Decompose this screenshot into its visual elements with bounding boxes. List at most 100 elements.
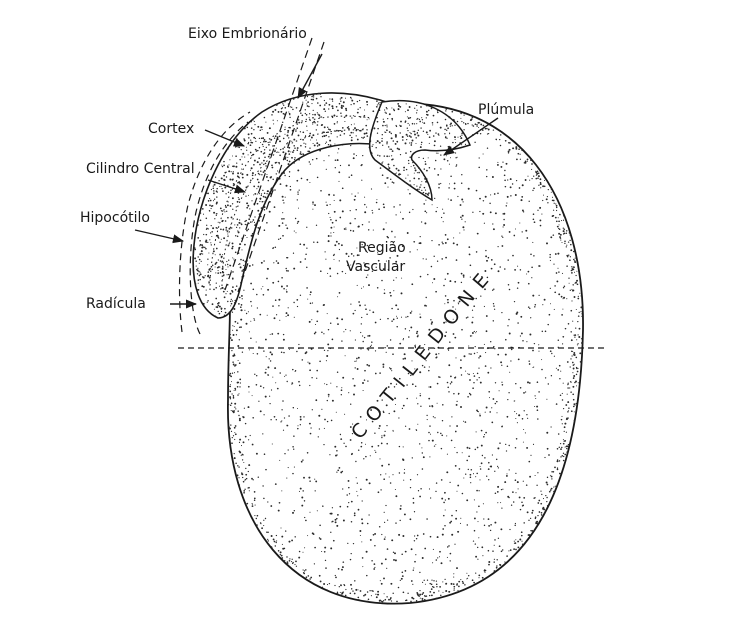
stipple-dot xyxy=(260,261,263,264)
stipple-dot xyxy=(361,557,364,559)
stipple-dot xyxy=(340,594,342,596)
stipple-dot xyxy=(383,511,385,513)
stipple-dot xyxy=(468,373,470,376)
stipple-dot xyxy=(504,179,506,182)
stipple-dot xyxy=(284,375,286,377)
stipple-dot xyxy=(470,482,472,484)
stipple-dot xyxy=(245,322,248,325)
stipple-dot xyxy=(442,221,444,223)
stipple-dot xyxy=(482,503,484,505)
stipple-dot xyxy=(490,367,492,369)
stipple-dot xyxy=(212,227,215,230)
stipple-dot xyxy=(450,520,453,523)
stipple-dot xyxy=(403,468,406,470)
stipple-dot xyxy=(214,263,217,265)
stipple-dot xyxy=(329,98,331,100)
stipple-dot xyxy=(442,591,444,593)
stipple-dot xyxy=(202,213,205,215)
stipple-dot xyxy=(409,192,411,195)
stipple-dot xyxy=(327,235,330,237)
stipple-dot xyxy=(283,287,285,290)
stipple-dot xyxy=(365,308,367,311)
stipple-dot xyxy=(445,135,447,137)
stipple-dot xyxy=(393,290,395,292)
stipple-dot xyxy=(529,475,532,478)
stipple-dot xyxy=(544,377,547,379)
stipple-dot xyxy=(518,148,520,150)
stipple-dot xyxy=(313,120,316,123)
stipple-dot xyxy=(325,360,327,362)
stipple-dot xyxy=(265,165,267,167)
stipple-dot xyxy=(236,218,239,220)
stipple-dot xyxy=(564,242,566,245)
stipple-dot xyxy=(553,490,555,493)
stipple-dot xyxy=(560,456,562,458)
stipple-dot xyxy=(270,535,273,537)
stipple-dot xyxy=(416,172,418,174)
stipple-dot xyxy=(462,582,465,585)
stipple-dot xyxy=(562,459,565,462)
stipple-dot xyxy=(324,104,326,106)
stipple-dot xyxy=(452,141,454,144)
stipple-dot xyxy=(253,491,256,493)
stipple-dot xyxy=(508,332,511,335)
arrow-cortex xyxy=(204,129,246,147)
stipple-dot xyxy=(232,361,234,363)
stipple-dot xyxy=(392,429,394,431)
stipple-dot xyxy=(475,189,478,192)
stipple-dot xyxy=(531,277,533,279)
stipple-dot xyxy=(572,320,574,322)
stipple-dot xyxy=(497,270,500,273)
stipple-dot xyxy=(386,124,388,126)
stipple-dot xyxy=(388,476,390,478)
stipple-dot xyxy=(558,271,560,273)
stipple-dot xyxy=(242,152,245,155)
stipple-dot xyxy=(384,598,387,601)
stipple-dot xyxy=(476,379,478,381)
stipple-dot xyxy=(236,162,238,164)
stipple-dot xyxy=(282,429,285,431)
stipple-dot xyxy=(214,176,217,178)
stipple-dot xyxy=(336,454,338,456)
stipple-dot xyxy=(254,515,256,517)
stipple-dot xyxy=(533,366,535,368)
stipple-dot xyxy=(275,173,277,175)
stipple-dot xyxy=(399,125,402,128)
stipple-dot xyxy=(292,561,294,564)
stipple-dot xyxy=(435,444,437,446)
stipple-dot xyxy=(392,158,394,160)
stipple-dot xyxy=(415,112,418,114)
stipple-dot xyxy=(274,299,277,301)
stipple-dot xyxy=(440,479,443,481)
stipple-dot xyxy=(345,252,348,255)
stipple-dot xyxy=(303,500,306,502)
stipple-dot xyxy=(377,127,379,130)
stipple-dot xyxy=(209,267,211,270)
stipple-dot xyxy=(408,211,411,214)
stipple-dot xyxy=(364,264,367,266)
stipple-dot xyxy=(355,460,357,463)
stipple-dot xyxy=(388,131,391,133)
stipple-dot xyxy=(267,540,269,542)
stipple-dot xyxy=(305,576,308,579)
stipple-dot xyxy=(216,187,218,190)
stipple-dot xyxy=(267,179,270,182)
stipple-dot xyxy=(275,419,277,421)
stipple-dot xyxy=(426,113,429,116)
stipple-dot xyxy=(281,557,284,559)
stipple-dot xyxy=(309,293,311,296)
stipple-dot xyxy=(397,308,399,310)
stipple-dot xyxy=(526,414,528,416)
stipple-dot xyxy=(487,371,490,374)
stipple-dot xyxy=(233,372,236,374)
stipple-dot xyxy=(468,253,471,256)
stipple-dot xyxy=(295,129,297,131)
stipple-dot xyxy=(435,580,438,582)
stipple-dot xyxy=(380,442,383,445)
stipple-dot xyxy=(214,218,216,220)
stipple-dot xyxy=(485,249,487,252)
stipple-dot xyxy=(476,232,479,235)
stipple-dot xyxy=(476,446,479,449)
stipple-dot xyxy=(561,241,563,244)
stipple-dot xyxy=(240,318,243,321)
